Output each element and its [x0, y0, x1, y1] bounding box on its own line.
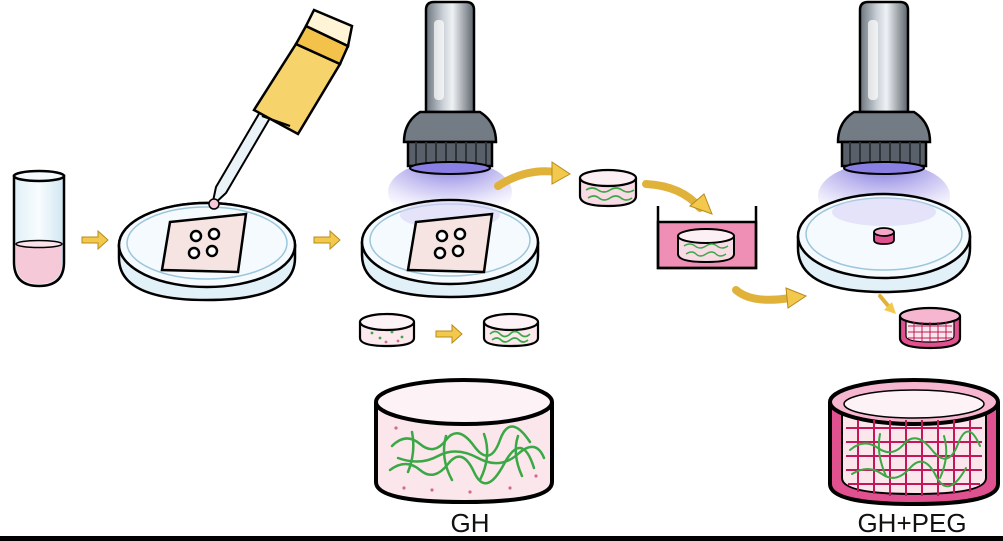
arrow-icon	[494, 167, 560, 190]
hydrogel-disc-icon	[358, 312, 416, 348]
arrow-icon	[313, 229, 341, 251]
bath-container-icon	[656, 206, 758, 270]
bottom-border-line	[0, 536, 1003, 541]
hydrogel-disc-icon	[482, 312, 540, 348]
arrow-icon	[785, 287, 808, 309]
hydrogel-disc-icon	[898, 306, 962, 350]
uv-lamp-icon	[388, 0, 512, 224]
arrow-icon	[435, 323, 463, 345]
arrow-icon	[884, 302, 896, 314]
mold-slide	[160, 212, 248, 274]
hydrogel-disc-icon	[873, 227, 895, 245]
mold-slide	[406, 212, 494, 274]
pipette-icon	[208, 8, 354, 210]
arrow-icon	[81, 229, 109, 251]
gh-peg-label: GH+PEG	[857, 508, 966, 538]
gh-label: GH	[451, 508, 490, 538]
gh-hydrogel-disc	[374, 378, 554, 505]
petri-dish-icon	[796, 192, 972, 294]
arrow-icon	[732, 286, 794, 304]
arrow-icon	[689, 193, 713, 215]
hydrogel-disc-icon	[578, 168, 638, 208]
test-tube-icon	[12, 169, 66, 288]
arrow-icon	[551, 161, 571, 185]
gh-peg-hydrogel-disc	[828, 378, 1000, 507]
